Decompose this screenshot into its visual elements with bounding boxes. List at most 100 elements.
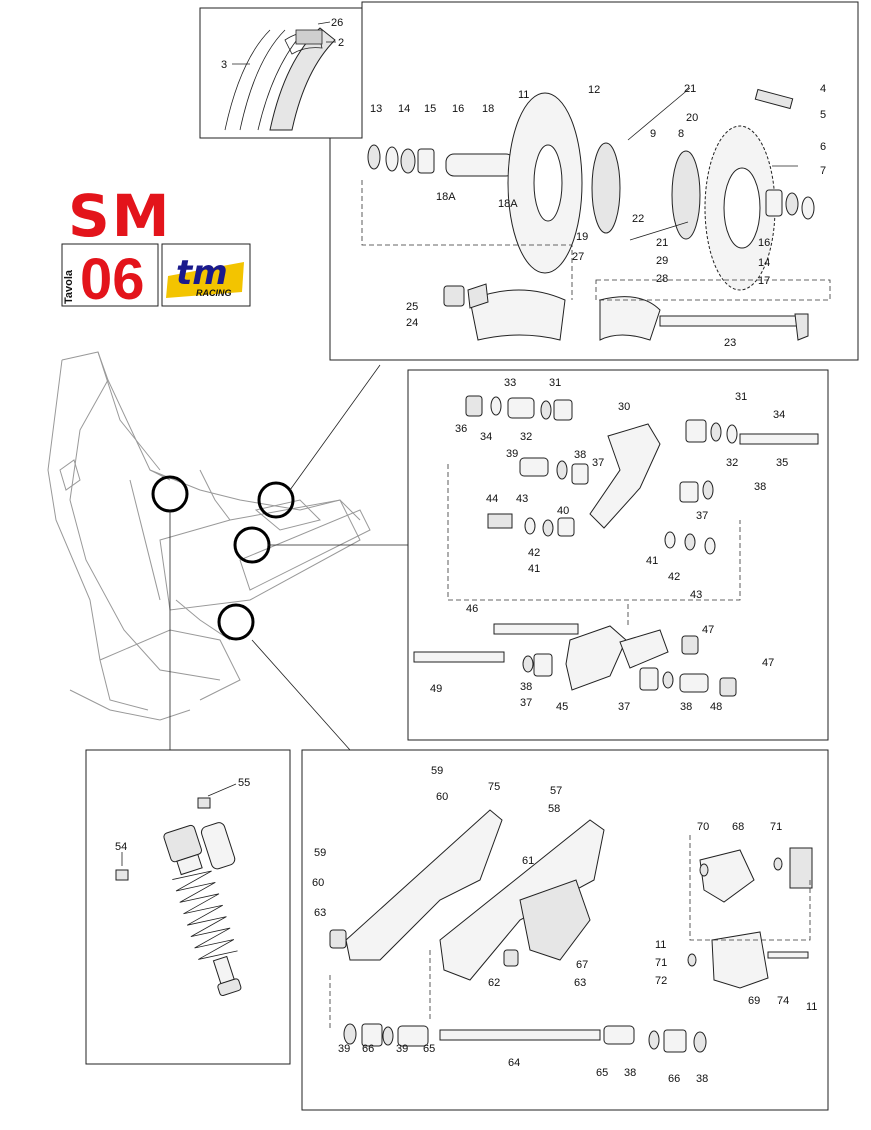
callout-14: 14 [398,103,410,115]
callout-41b: 41 [646,555,658,567]
callout-63a: 63 [314,907,326,919]
callout-42b: 42 [668,571,680,583]
callout-37b: 37 [696,510,708,522]
shock-bottom-bolt-icon [115,869,129,881]
callout-19: 19 [576,231,588,243]
callout-55: 55 [238,777,250,789]
callout-31a: 31 [549,377,561,389]
callout-62: 62 [488,977,500,989]
callout-42a: 42 [528,547,540,559]
callout-49: 49 [430,683,442,695]
callout-63b: 63 [574,977,586,989]
callout-23: 23 [724,337,736,349]
callout-38b: 38 [696,1073,708,1085]
detail-leader-lines [169,364,408,751]
brand-logo: tm RACING [161,243,251,307]
shock-absorber-panel: 55 54 [85,749,291,1065]
callout-34b: 34 [480,431,492,443]
callout-61: 61 [522,855,534,867]
detail-circle-linkage [233,526,271,564]
callout-32a: 32 [520,431,532,443]
callout-7: 7 [820,165,826,177]
brand-logo-text: tm [176,253,228,293]
callout-57: 57 [550,785,562,797]
callout-38a: 38 [574,449,586,461]
detail-circle-rear-axle [257,481,295,519]
callout-40: 40 [557,505,569,517]
callout-24: 24 [406,317,418,329]
callout-33: 33 [504,377,516,389]
callout-28: 28 [656,273,668,285]
callout-21b: 21 [656,237,668,249]
callout-13: 13 [370,103,382,115]
callout-29: 29 [656,255,668,267]
brand-sub-text: RACING [196,288,232,298]
callout-25: 25 [406,301,418,313]
detail-circle-shock-mount [151,475,189,513]
callout-75: 75 [488,781,500,793]
callout-66b: 66 [668,1073,680,1085]
callout-38d: 38 [680,701,692,713]
callout-21: 21 [684,83,696,95]
callout-11a: 11 [655,939,666,951]
callout-18: 18 [482,103,494,115]
callout-2: 2 [338,37,344,49]
callout-27: 27 [572,251,584,263]
callout-59b: 59 [314,847,326,859]
callout-64: 64 [508,1057,520,1069]
callout-35: 35 [776,457,788,469]
callout-20: 20 [686,112,698,124]
callout-17: 17 [758,275,770,287]
callout-48: 48 [710,701,722,713]
callout-37a: 37 [592,457,604,469]
callout-6: 6 [820,141,826,153]
swingarm-panel: 59 75 57 60 58 59 61 70 68 71 60 63 67 6… [301,749,829,1111]
callout-66a: 66 [362,1043,374,1055]
callout-44: 44 [486,493,498,505]
callout-58: 58 [548,803,560,815]
callout-70: 70 [697,821,709,833]
detail-circle-swingarm-pivot [217,603,255,641]
callout-16b: 16 [758,237,770,249]
callout-74: 74 [777,995,789,1007]
callout-18a-left: 18A [436,191,456,203]
callout-9: 9 [650,128,656,140]
callout-5: 5 [820,109,826,121]
callout-32b: 32 [726,457,738,469]
callout-72: 72 [655,975,667,987]
callout-60a: 60 [436,791,448,803]
callout-22: 22 [632,213,644,225]
callout-39: 39 [506,448,518,460]
callout-47a: 47 [702,624,714,636]
linkage-panel: 33 31 30 31 34 36 34 32 32 35 39 38 37 3… [407,369,829,741]
callout-60b: 60 [312,877,324,889]
rear-wheel-panel: 13 14 15 16 18 11 12 21 20 4 5 9 8 6 7 1… [329,1,859,361]
callout-11: 11 [518,89,529,101]
callout-34a: 34 [773,409,785,421]
callout-26: 26 [331,17,343,29]
callout-45: 45 [556,701,568,713]
callout-8: 8 [678,128,684,140]
callout-36: 36 [455,423,467,435]
model-text: SM [68,182,172,250]
callout-43b: 43 [690,589,702,601]
callout-46: 46 [466,603,478,615]
tavola-block: Tavola 06 [61,243,159,312]
callout-39b: 39 [396,1043,408,1055]
callout-47b: 47 [762,657,774,669]
callout-69: 69 [748,995,760,1007]
callout-43a: 43 [516,493,528,505]
callout-71a: 71 [770,821,782,833]
callout-15: 15 [424,103,436,115]
callout-37d: 37 [618,701,630,713]
callout-38b: 38 [754,481,766,493]
callout-4: 4 [820,83,826,95]
callout-16: 16 [452,103,464,115]
callout-14b: 14 [758,257,770,269]
callout-30: 30 [618,401,630,413]
callout-67: 67 [576,959,588,971]
callout-54: 54 [115,841,127,853]
callout-3: 3 [221,59,227,71]
callout-65b: 65 [596,1067,608,1079]
callout-38c: 38 [520,681,532,693]
